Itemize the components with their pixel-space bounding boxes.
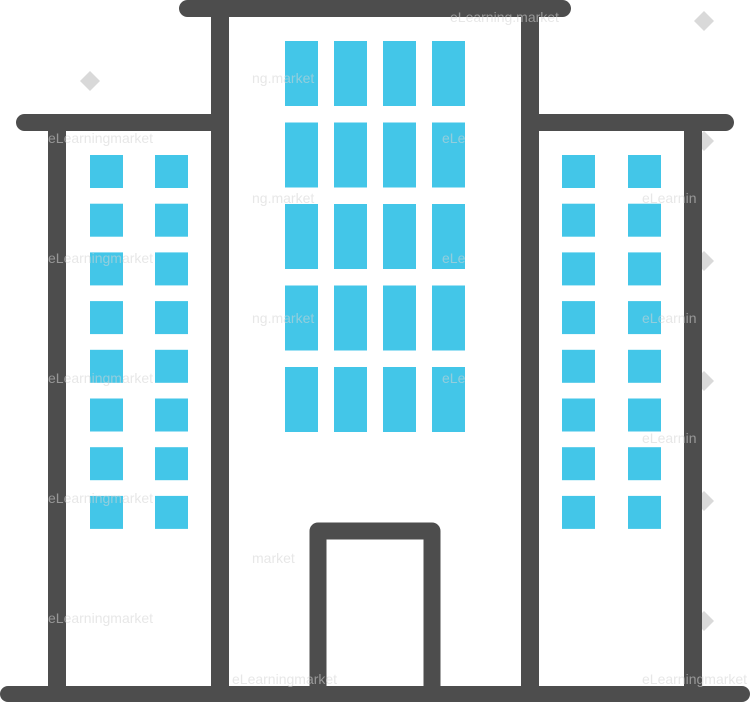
window xyxy=(562,301,595,335)
watermark-diamond-icon xyxy=(694,11,714,31)
window xyxy=(155,495,188,529)
window xyxy=(562,349,595,383)
window xyxy=(334,367,367,432)
window xyxy=(628,447,661,481)
window xyxy=(155,349,188,383)
window xyxy=(383,122,416,188)
window xyxy=(432,41,465,106)
window xyxy=(90,349,123,383)
watermark-text: eLe xyxy=(442,250,466,266)
window xyxy=(562,203,595,237)
center-tower-right-wall-line xyxy=(521,14,539,694)
window xyxy=(628,203,661,237)
right-tower-roof xyxy=(520,114,734,131)
window xyxy=(155,203,188,237)
watermark-text: eLearningmarket xyxy=(48,610,153,626)
right-tower-wall xyxy=(530,128,700,694)
right-tower-windows xyxy=(562,155,661,529)
window xyxy=(90,155,123,188)
window xyxy=(432,204,465,269)
window xyxy=(285,285,318,351)
left-tower-outer-wall-line xyxy=(48,128,66,694)
window xyxy=(155,447,188,481)
window xyxy=(90,495,123,529)
window xyxy=(90,203,123,237)
watermark-text: eLearnin xyxy=(642,310,697,326)
window xyxy=(628,252,661,286)
window xyxy=(155,398,188,432)
window xyxy=(562,155,595,188)
window xyxy=(90,301,123,335)
watermark-text: eLearningmarket xyxy=(642,671,747,687)
window xyxy=(432,285,465,351)
window xyxy=(334,41,367,106)
window xyxy=(90,398,123,432)
watermark-text: eLe xyxy=(442,130,466,146)
window xyxy=(562,398,595,432)
window xyxy=(628,301,661,335)
window xyxy=(285,122,318,188)
center-tower-left-wall-line xyxy=(211,14,229,694)
entrance-door xyxy=(309,522,441,694)
right-tower-outer-wall-line xyxy=(684,128,702,694)
window xyxy=(285,367,318,432)
watermark-diamond-icon xyxy=(80,71,100,91)
watermark-text: eLearningmarket xyxy=(48,130,153,146)
window xyxy=(90,252,123,286)
center-tower-windows xyxy=(285,41,465,432)
window xyxy=(432,122,465,188)
window xyxy=(155,155,188,188)
watermark-text: eLe xyxy=(442,370,466,386)
window xyxy=(562,252,595,286)
window xyxy=(285,41,318,106)
watermark-text: ng.market xyxy=(252,310,314,326)
window xyxy=(562,495,595,529)
watermark-text: market xyxy=(252,550,295,566)
watermark-text: eLearningmarket xyxy=(48,490,153,506)
window xyxy=(383,285,416,351)
center-tower-roof xyxy=(179,0,571,17)
watermark-text: eLearningmarket xyxy=(48,250,153,266)
left-tower-roof xyxy=(16,114,230,131)
window xyxy=(334,122,367,188)
window xyxy=(628,495,661,529)
window xyxy=(562,447,595,481)
watermark-text: eLearnin xyxy=(642,190,697,206)
watermark-text: eLearnin xyxy=(642,430,697,446)
watermark-text-pattern: eLearning.market ng.market eLe eLearningmar… xyxy=(48,9,747,687)
window xyxy=(432,367,465,432)
left-tower-wall xyxy=(50,128,220,694)
window xyxy=(155,252,188,286)
window xyxy=(334,204,367,269)
watermark-text: ng.market xyxy=(252,70,314,86)
window xyxy=(90,447,123,481)
window xyxy=(383,204,416,269)
ground-line xyxy=(0,686,750,702)
watermark-text: eLearningmarket xyxy=(48,370,153,386)
watermark-text: eLearningmarket xyxy=(232,671,337,687)
watermark-text: eLearning.market xyxy=(450,9,559,25)
window xyxy=(155,301,188,335)
left-tower-windows xyxy=(90,155,188,529)
watermark-text: ng.market xyxy=(252,190,314,206)
window xyxy=(628,155,661,188)
center-tower-wall xyxy=(228,14,522,694)
window xyxy=(285,204,318,269)
window xyxy=(383,367,416,432)
window xyxy=(334,285,367,351)
window xyxy=(383,41,416,106)
window xyxy=(628,398,661,432)
window xyxy=(628,349,661,383)
